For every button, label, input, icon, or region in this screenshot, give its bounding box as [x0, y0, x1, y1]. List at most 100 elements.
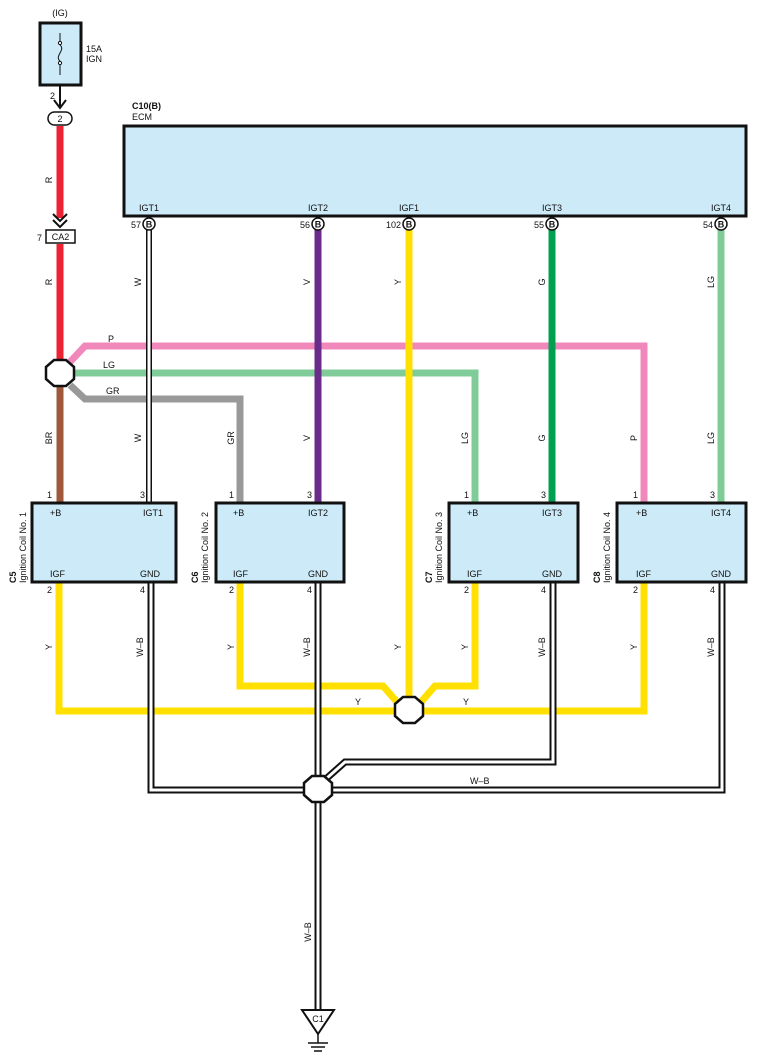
wire-label-v-upper: V: [302, 279, 312, 285]
wire-y-coil3: [418, 582, 479, 705]
wire-label-r-lower: R: [44, 278, 54, 285]
ecm-box: [122, 124, 748, 218]
wire-y-coil2: [236, 582, 400, 705]
wire-label-r-upper: R: [44, 176, 54, 183]
ecm-pin-terminal: [311, 217, 325, 231]
ecm-pin-number: 57: [131, 220, 141, 230]
ecm-pin-conn: B: [146, 220, 153, 230]
wire-y-coil1: [55, 582, 395, 715]
ecm-id: C10(B): [132, 101, 161, 111]
wire-label-y-igf1: Y: [393, 279, 403, 285]
wire-label-br: BR: [44, 431, 54, 444]
wire-label-gr: GR: [226, 431, 236, 445]
ground-icon: [308, 1034, 328, 1052]
coil-term-igf: IGF: [233, 569, 249, 579]
junction-connector-2: [47, 111, 73, 126]
fuse-pin: 2: [50, 91, 55, 101]
connector-arrow-icon: [53, 99, 67, 110]
wire-label-wb-ground: W–B: [303, 922, 313, 942]
wire-label-lg: LG: [103, 360, 115, 370]
wire-label-w-lower: W: [133, 433, 143, 442]
coil-term-igt: IGT2: [308, 508, 328, 518]
ecm-pin-conn: B: [549, 220, 556, 230]
wire-label-y-c6: Y: [226, 644, 236, 650]
connector-ca2-label: CA2: [52, 232, 70, 242]
splice-junction-ground: [302, 774, 334, 804]
connector-ca2-box: [45, 229, 76, 244]
coil-id: C5: [8, 571, 18, 583]
coil-pin-2: 2: [47, 585, 52, 595]
coil-name: Ignition Coil No. 1: [18, 512, 28, 583]
coil-pin-1: 1: [464, 490, 469, 500]
coil-term-b: +B: [233, 508, 244, 518]
coil-pin-1: 1: [47, 490, 52, 500]
ecm-pin-terminal: [714, 217, 728, 231]
coil-box: [615, 501, 748, 584]
wire-label-lg-upper: LG: [706, 276, 716, 288]
wire-label-y-mid: Y: [393, 644, 403, 650]
wire-label-gr-h: GR: [106, 386, 120, 396]
coil-term-gnd: GND: [140, 569, 161, 579]
coil-box: [447, 501, 580, 584]
coil-pin-3: 3: [710, 490, 715, 500]
connector-ca2-arrow-icon: [52, 213, 68, 229]
fuse-icon: [57, 33, 63, 75]
wire-label-y-c8: Y: [629, 644, 639, 650]
wire-gr: [67, 382, 244, 503]
coil-term-b: +B: [50, 508, 61, 518]
coil-term-gnd: GND: [711, 569, 732, 579]
coil-id: C7: [424, 571, 434, 583]
coil-pin-4: 4: [307, 585, 312, 595]
fuse-rating: 15A: [86, 44, 102, 54]
wire-label-y-right: Y: [463, 697, 469, 707]
coil-box: [214, 501, 346, 584]
ecm-pin-conn: B: [315, 220, 322, 230]
coil-term-igf: IGF: [636, 569, 652, 579]
junction-connector-2-label: 2: [57, 114, 62, 124]
coil-pin-3: 3: [140, 490, 145, 500]
coil-pin-2: 2: [229, 585, 234, 595]
ecm-pin-number: 102: [386, 220, 401, 230]
ecm-pin-label: IGT3: [542, 203, 562, 213]
wire-label-y-c7: Y: [460, 644, 470, 650]
wire-label-wb-c7: W–B: [537, 637, 547, 657]
wire-wb-group: [147, 582, 726, 1010]
wire-label-p-c8: P: [629, 435, 639, 441]
wire-p: [67, 342, 648, 503]
coil-term-igt: IGT4: [711, 508, 731, 518]
wire-label-wb-c6: W–B: [302, 637, 312, 657]
wire-label-wb-h: W–B: [470, 776, 490, 786]
fuse-name: IGN: [86, 54, 102, 64]
coil-name: Ignition Coil No. 4: [602, 512, 612, 583]
wire-label-y-c5: Y: [44, 644, 54, 650]
coil-pin-2: 2: [464, 585, 469, 595]
coil-term-b: +B: [467, 508, 478, 518]
fuse-circuit: (IG): [52, 8, 68, 18]
coil-pin-3: 3: [541, 490, 546, 500]
wire-label-v-lower: V: [302, 435, 312, 441]
wire-label-lg-c7: LG: [460, 432, 470, 444]
coil-term-igf: IGF: [50, 569, 66, 579]
ecm-pin-label: IGT1: [139, 203, 159, 213]
coil-term-igt: IGT3: [542, 508, 562, 518]
ground-label: C1: [312, 1014, 324, 1024]
splice-junction-power: [44, 358, 76, 388]
coil-pin-4: 4: [541, 585, 546, 595]
ecm-pin-label: IGT2: [308, 203, 328, 213]
ecm-pin-igt4: IGT4 54 B: [703, 203, 731, 231]
ecm-pin-label: IGT4: [711, 203, 731, 213]
wire-label-wb-c8: W–B: [706, 637, 716, 657]
coil-term-igf: IGF: [467, 569, 483, 579]
coil-name: Ignition Coil No. 2: [200, 512, 210, 583]
wire-label-y-left: Y: [355, 697, 361, 707]
ground-connector: [300, 1009, 336, 1036]
coil-term-igt: IGT1: [143, 508, 163, 518]
wire-lg-junction: [73, 369, 479, 503]
ecm-pin-conn: B: [718, 220, 725, 230]
wire-label-g-lower: G: [537, 434, 547, 441]
ecm-pin-terminal: [545, 217, 559, 231]
coil-pin-1: 1: [633, 490, 638, 500]
splice-junction-igf: [393, 695, 425, 725]
ecm-pin-number: 55: [534, 220, 544, 230]
